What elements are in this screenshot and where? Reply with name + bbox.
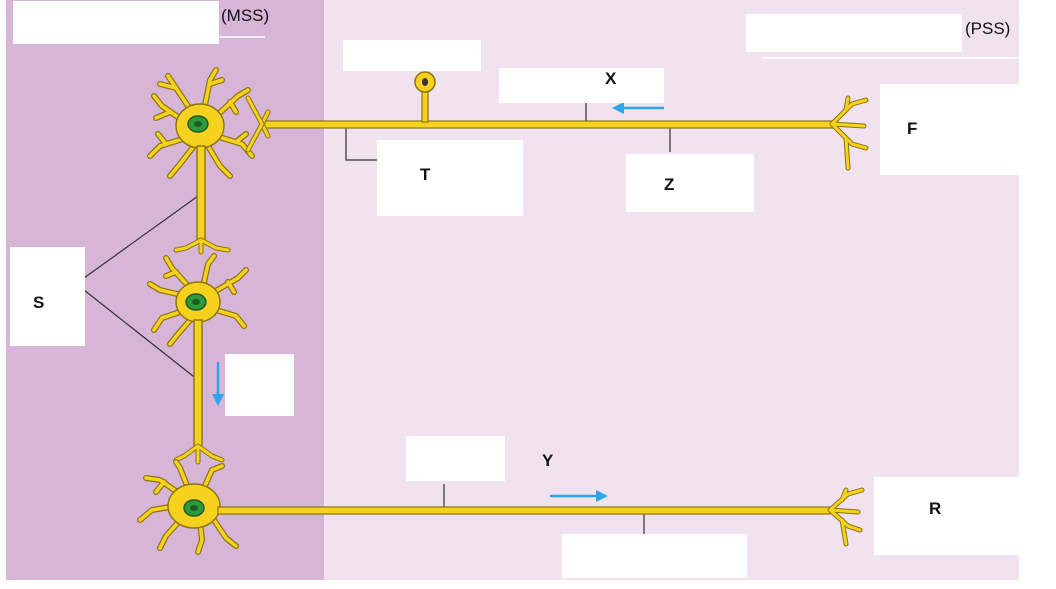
f-box: [880, 84, 1020, 175]
t-box: [377, 140, 523, 216]
x-box: [499, 68, 664, 103]
label-f: F: [907, 119, 918, 138]
mss-label: (MSS): [221, 6, 270, 25]
middle-neuron: [147, 253, 249, 465]
s-leader-lines: [83, 195, 199, 381]
interneuron-blank-box: [225, 354, 294, 416]
ganglion-blank-box: [343, 40, 481, 71]
lower-blank-box: [562, 534, 747, 578]
pss-blank-box: [746, 14, 962, 52]
label-y: Y: [542, 451, 554, 470]
arrow-right-y: [550, 490, 608, 502]
arrow-left-x: [612, 102, 664, 114]
impulse-arrows: [212, 102, 664, 502]
pss-label: (PSS): [965, 19, 1011, 38]
label-x: X: [605, 69, 617, 88]
lower-axon: [217, 487, 865, 547]
answer-boxes: [10, 1, 1020, 578]
label-s: S: [33, 293, 45, 312]
label-z: Z: [664, 175, 675, 194]
upper-axon: [245, 71, 869, 171]
s-box: [10, 247, 85, 346]
label-t: T: [420, 165, 431, 184]
z-box: [626, 154, 754, 212]
label-r: R: [929, 499, 942, 518]
arrow-down: [212, 362, 224, 406]
axon-leader-lines: [345, 102, 671, 534]
r-box: [874, 477, 1020, 555]
lower-neuron: [137, 459, 239, 555]
y-left-box: [406, 436, 505, 481]
